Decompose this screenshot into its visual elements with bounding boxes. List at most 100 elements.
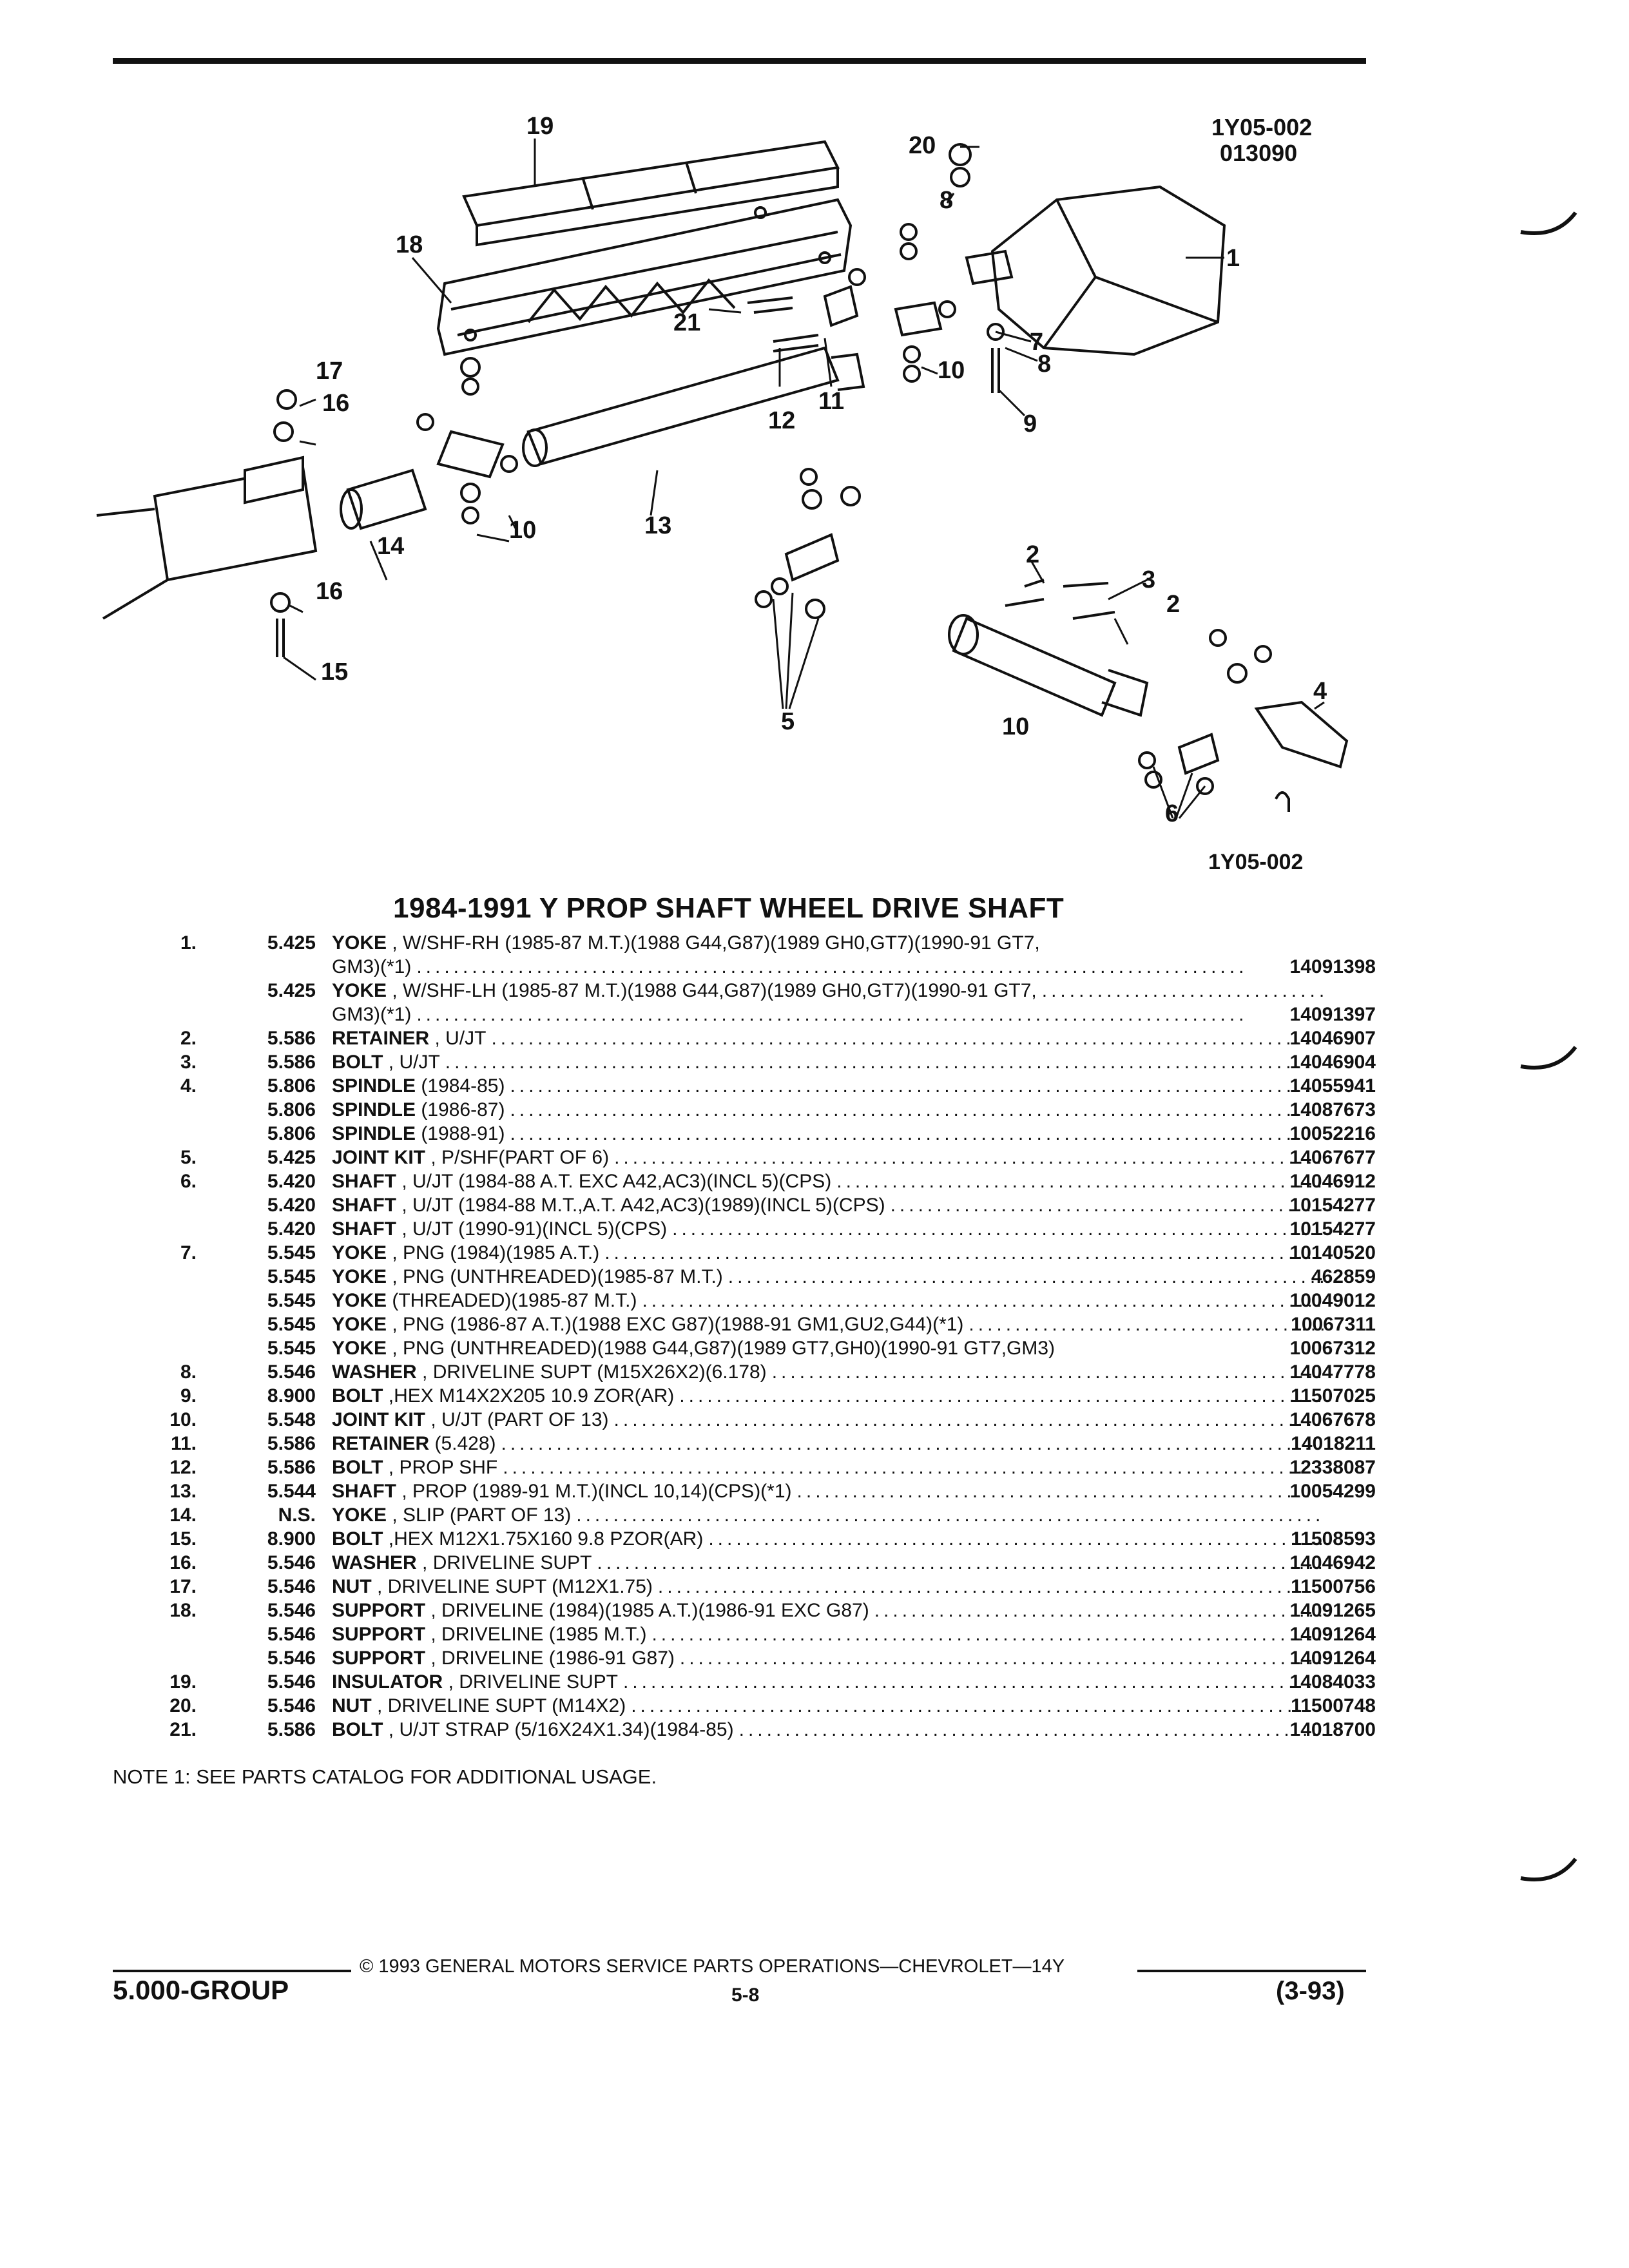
part-number: 14018211	[1291, 1433, 1376, 1454]
footer-rule-left	[113, 1970, 351, 1972]
part-name: SUPPORT	[332, 1600, 426, 1621]
part-name: BOLT	[332, 1385, 383, 1407]
group-number: 5.425	[267, 932, 316, 954]
part-description: SHAFT , U/JT (1990-91)(INCL 5)(CPS).....…	[332, 1217, 1324, 1241]
part-description: SHAFT , U/JT (1984-88 A.T. EXC A42,AC3)(…	[332, 1169, 1324, 1193]
part-number: 10054299	[1289, 1481, 1376, 1502]
part-description: JOINT KIT , U/JT (PART OF 13)...........…	[332, 1408, 1324, 1432]
page-number: 5-8	[731, 1984, 760, 2006]
part-name: RETAINER	[332, 1028, 430, 1049]
part-detail: GM3)(*1)	[332, 956, 412, 977]
part-detail: , PROP SHF	[383, 1457, 498, 1478]
group-number: 5.586	[267, 1457, 316, 1478]
part-name: SHAFT	[332, 1481, 396, 1502]
part-detail: GM3)(*1)	[332, 1004, 412, 1025]
part-detail: , DRIVELINE (1985 M.T.)	[425, 1624, 647, 1645]
part-description: JOINT KIT , P/SHF(PART OF 6)............…	[332, 1146, 1324, 1169]
part-description: SPINDLE (1988-91).......................…	[332, 1122, 1324, 1146]
part-description: RETAINER , U/JT.........................…	[332, 1026, 1324, 1050]
callout-10-left: 10	[509, 517, 536, 544]
group-number: 5.548	[267, 1409, 316, 1430]
part-name: NUT	[332, 1576, 372, 1597]
part-number: 14067678	[1289, 1409, 1376, 1430]
exploded-parts-diagram: 19 18 20 8 1 7 8 9 10 21 11 12 13 17 16 …	[96, 113, 1349, 827]
part-detail: , SLIP (PART OF 13)	[387, 1504, 572, 1526]
part-description: YOKE , PNG (UNTHREADED)(1985-87 M.T.)...…	[332, 1265, 1324, 1289]
footer-rule-right	[1137, 1970, 1366, 1972]
part-detail: (1986-87)	[416, 1099, 505, 1120]
group-number: N.S.	[278, 1504, 316, 1526]
part-description: BOLT ,HEX M12X1.75X160 9.8 PZOR(AR).....…	[332, 1527, 1324, 1551]
callout-10-right: 10	[938, 357, 965, 384]
part-description: YOKE , SLIP (PART OF 13)................…	[332, 1503, 1324, 1527]
callout-12: 12	[768, 407, 795, 434]
leader-dots: ........................................…	[651, 1624, 1324, 1645]
callout-11: 11	[818, 388, 844, 415]
part-detail: , U/JT	[383, 1052, 440, 1073]
leader-dots: ........................................…	[614, 1147, 1324, 1168]
callout-5-lower: 6	[1165, 800, 1179, 827]
group-number: 5.545	[267, 1290, 316, 1311]
bolts-retainer-drawing	[747, 285, 859, 352]
part-description: YOKE , PNG (UNTHREADED)(1988 G44,G87)(19…	[332, 1336, 1324, 1360]
part-number: 462859	[1311, 1266, 1376, 1287]
callout-9: 9	[1023, 410, 1037, 437]
part-name: SHAFT	[332, 1171, 396, 1192]
part-number: 10140520	[1289, 1242, 1376, 1264]
item-number: 19.	[169, 1671, 197, 1693]
part-detail: , DRIVELINE (1984)(1985 A.T.)(1986-91 EX…	[425, 1600, 869, 1621]
part-description: WASHER , DRIVELINE SUPT (M15X26X2)(6.178…	[332, 1360, 1324, 1384]
item-number: 5.	[180, 1147, 197, 1168]
part-detail: , PROP (1989-91 M.T.)(INCL 10,14)(CPS)(*…	[396, 1481, 792, 1502]
part-name: BOLT	[332, 1052, 383, 1073]
part-number: 14091264	[1289, 1624, 1376, 1645]
item-number: 14.	[169, 1504, 197, 1526]
part-name: SHAFT	[332, 1195, 396, 1216]
top-rule	[113, 58, 1366, 64]
part-number: 11508593	[1291, 1528, 1376, 1550]
item-number: 2.	[180, 1028, 197, 1049]
part-detail: , DRIVELINE SUPT (M15X26X2)(6.178)	[416, 1361, 767, 1383]
joint-kit-upper-drawing	[755, 468, 861, 619]
callout-5-upper: 5	[781, 708, 795, 735]
parts-row: 5.420 SHAFT , U/JT (1990-91)(INCL 5)(CPS)…	[113, 1217, 1376, 1241]
part-detail: (5.428)	[429, 1433, 496, 1454]
callout-8: 8	[1037, 351, 1051, 378]
part-name: SUPPORT	[332, 1648, 426, 1669]
part-description: SPINDLE (1984-85).......................…	[332, 1074, 1324, 1098]
group-number: 5.420	[267, 1218, 316, 1240]
part-number: 14091397	[1289, 1004, 1376, 1025]
half-shaft-drawing	[948, 579, 1149, 717]
part-detail: , PNG (UNTHREADED)(1985-87 M.T.)	[387, 1266, 723, 1287]
part-name: WASHER	[332, 1361, 417, 1383]
leader-dots: ........................................…	[708, 1528, 1324, 1550]
part-name: YOKE	[332, 1242, 387, 1264]
part-name: YOKE	[332, 980, 387, 1001]
part-description: BOLT ,HEX M14X2X205 10.9 ZOR(AR)........…	[332, 1384, 1324, 1408]
group-number: 5.546	[267, 1648, 316, 1669]
part-name: YOKE	[332, 932, 387, 954]
figure-ref-bottom: 1Y05-002	[1208, 850, 1304, 874]
callout-numbers: 19 18 20 8 1 7 8 9 10 21 11 12 13 17 16 …	[316, 113, 1327, 827]
part-description: WASHER , DRIVELINE SUPT.................…	[332, 1551, 1324, 1575]
part-number: 11507025	[1291, 1385, 1376, 1407]
leader-dots: ........................................…	[796, 1481, 1324, 1502]
group-number: 5.425	[267, 980, 316, 1001]
